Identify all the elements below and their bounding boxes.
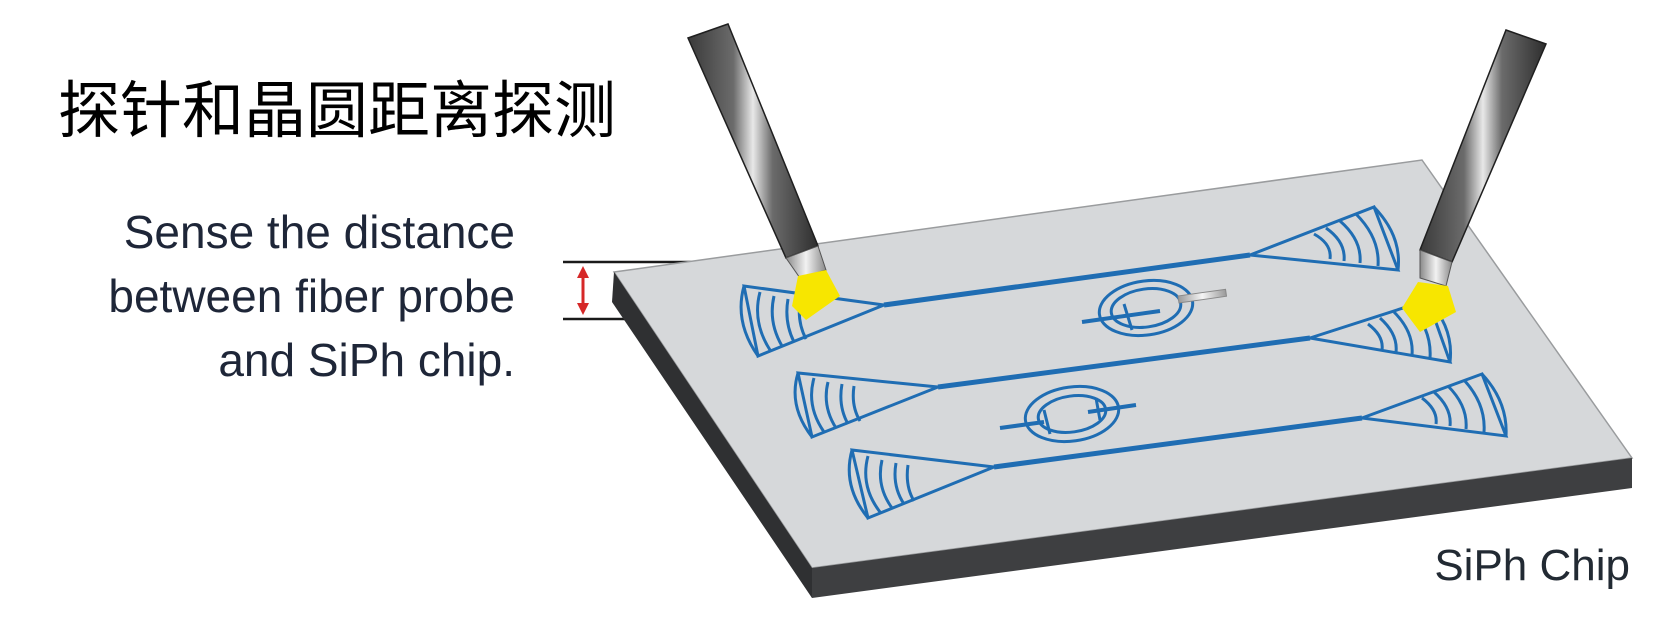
grating-arcs-1-left: [739, 285, 808, 357]
ring-coupler-2b: [1087, 403, 1137, 414]
chip-left-side: [612, 272, 812, 598]
grating-taper-3-left: [850, 448, 995, 521]
grating-taper-1-right: [1249, 205, 1401, 272]
grating-arcs-3-right: [1421, 372, 1508, 437]
grating-taper-3-right: [1361, 372, 1509, 438]
ring-tick-2a: [1042, 409, 1052, 435]
ring-tick-1: [1122, 303, 1134, 331]
description: Sense the distance between fiber probe a…: [108, 206, 515, 386]
grating-arcs-1-right: [1313, 205, 1400, 271]
distance-arrow-head-down: [577, 303, 589, 315]
waveguide-2: [937, 335, 1311, 390]
waveguide-group-1: [739, 205, 1401, 359]
ring-tick-2b: [1094, 397, 1102, 421]
ring-coupler-1: [1081, 309, 1161, 324]
grating-taper-2-right: [1309, 298, 1453, 364]
ring-coupler-2a: [999, 420, 1045, 430]
chip-front-side: [812, 458, 1632, 598]
grating-arcs-3-left: [847, 449, 916, 519]
waveguide-1: [883, 252, 1251, 308]
chip-label: SiPh Chip: [1434, 541, 1630, 590]
page-title: 探针和晶圆距离探测: [58, 74, 616, 147]
grating-arcs-2-right: [1367, 298, 1453, 363]
siph-chip: [612, 159, 1634, 598]
ring-heater-1: [1177, 288, 1228, 304]
ring-resonator-1: [1081, 278, 1228, 338]
description-line-1: Sense the distance: [124, 206, 515, 258]
probe-left-tip-icon: [792, 270, 840, 320]
waveguide-group-3: [847, 372, 1509, 521]
grating-arcs-2-left: [793, 372, 862, 438]
probe-right-body: [1419, 29, 1548, 263]
probe-left-body: [686, 23, 819, 259]
description-line-3: and SiPh chip.: [218, 334, 515, 386]
fiber-probe-right: [1402, 29, 1548, 332]
description-line-2: between fiber probe: [108, 270, 515, 322]
probe-right-tip-icon: [1402, 282, 1456, 332]
waveguide-3: [993, 415, 1363, 470]
distance-arrow-head-up: [577, 266, 589, 278]
waveguide-group-2: [793, 298, 1453, 440]
fiber-probe-left: [686, 23, 840, 320]
ring-resonator-2: [999, 384, 1137, 444]
grating-taper-2-left: [796, 371, 939, 440]
